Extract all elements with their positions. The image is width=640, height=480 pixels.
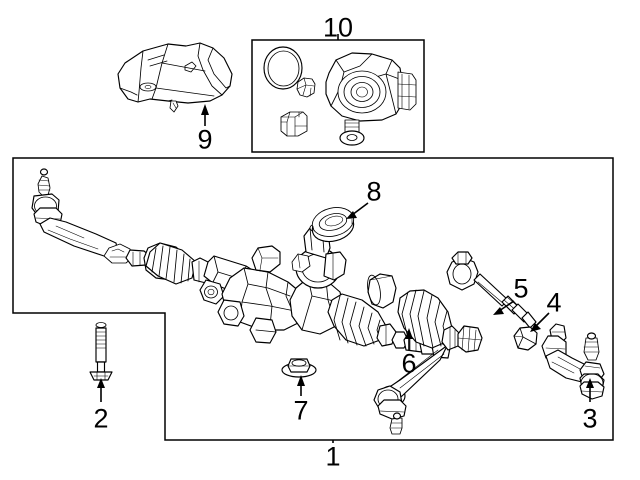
callout-label-2[interactable]: 2 (93, 403, 109, 434)
callout-label-5[interactable]: 5 (513, 273, 529, 304)
leader-4 (534, 312, 550, 328)
leader-6-arrow (405, 328, 413, 339)
leader-8 (351, 202, 369, 216)
motor-bolt (339, 119, 365, 146)
outer-tie-rod-end (541, 323, 605, 400)
o-ring (263, 46, 303, 90)
leader-8-arrow (346, 211, 357, 219)
connector-clip-upper (296, 77, 316, 98)
leader-9-arrow (201, 104, 209, 115)
leader-3-arrow (586, 378, 594, 388)
steering-rack-housing (199, 223, 347, 344)
leader-5 (498, 300, 515, 312)
left-bellows-boot (143, 242, 215, 285)
boot-clamp (457, 325, 483, 353)
flange-nut (281, 358, 317, 378)
leader-4-arrow (530, 323, 541, 332)
connector-clip-lower (280, 111, 308, 137)
motor-assembly-inset (251, 39, 425, 153)
assist-motor-body (325, 52, 417, 122)
left-outer-tie-rod (31, 168, 151, 267)
tie-rod-lock-nut (513, 326, 538, 351)
heat-shield (117, 42, 233, 113)
inner-tie-rod (446, 251, 537, 329)
callout-label-6[interactable]: 6 (401, 348, 417, 379)
assembly-right-bellows (327, 293, 397, 347)
leader-5-arrow (493, 307, 504, 315)
boot-end-cap (367, 273, 397, 309)
callout-label-9[interactable]: 9 (197, 124, 213, 155)
leader-7-arrow (297, 375, 305, 386)
callout-label-1[interactable]: 1 (325, 441, 341, 472)
callout-label-8[interactable]: 8 (366, 176, 382, 207)
oval-grommet-seal (311, 207, 355, 243)
callout-label-4[interactable]: 4 (546, 287, 562, 318)
callout-leaders (97, 34, 594, 443)
assembly-right-tie-rod (373, 331, 453, 435)
main-panel-border (12, 157, 614, 441)
callout-label-10[interactable]: 10 (322, 12, 354, 43)
callout-label-3[interactable]: 3 (582, 403, 598, 434)
mounting-bolt (89, 322, 113, 381)
callout-label-7[interactable]: 7 (293, 395, 309, 426)
leader-2-arrow (97, 378, 105, 388)
